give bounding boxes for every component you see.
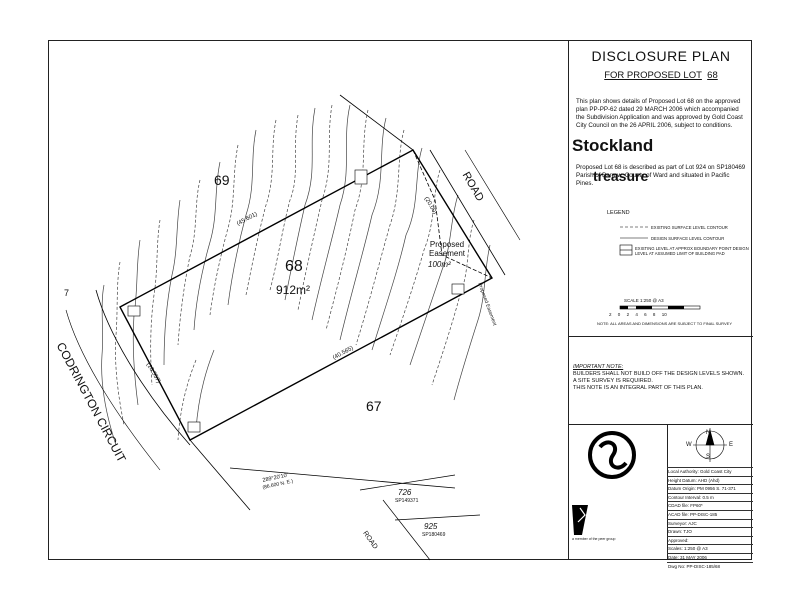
info-row: Drawn: TJO — [667, 527, 753, 536]
scale-tick: 4 — [635, 312, 638, 317]
info-row: Height Datum: AHD (Ahd) — [667, 475, 753, 485]
easement-area: 100m² — [428, 260, 451, 269]
subtitle-prefix: FOR PROPOSED LOT — [604, 70, 702, 81]
north-arrow-icon — [693, 428, 727, 462]
scale-ticks: 2 0 2 4 6 8 10 — [609, 312, 667, 317]
boundary-line — [382, 499, 431, 561]
scale-tick: 8 — [652, 312, 656, 317]
info-row: Local Authority: Gold Coast City — [667, 467, 753, 476]
scale-tick: 2 — [626, 312, 630, 317]
legend-item: DESIGN SURFACE LEVEL CONTOUR — [651, 236, 725, 241]
page-title: DISCLOSURE PLAN — [591, 48, 731, 64]
legend-symbols — [619, 226, 648, 256]
lot-67-label: 67 — [366, 398, 382, 414]
info-row: Datum Origin: PM 0956 S. 71-371 — [667, 484, 753, 493]
info-row: Surveyor: AJC — [667, 518, 753, 528]
divider — [667, 424, 668, 560]
scale-bar — [619, 305, 701, 310]
south-label: S — [706, 454, 711, 460]
lot-7-label: 7 — [64, 288, 70, 298]
street-edge-line — [65, 309, 161, 471]
road-edge-line — [464, 149, 521, 241]
treasure-brand: treasure — [593, 168, 649, 184]
info-row: ACAD file: PP-DISC-185 — [667, 509, 753, 519]
brand-tagline: a member of the peer group — [572, 537, 616, 541]
sp-925-label: SP180469 — [422, 532, 446, 538]
lot-description-paragraph: Proposed Lot 68 is described as part of … — [576, 164, 746, 187]
lot-925-label: 925 — [424, 522, 438, 531]
lot-68-area: 912m² — [276, 283, 311, 297]
scale-tick: 6 — [644, 312, 647, 317]
note-line: BUILDERS SHALL NOT BUILD OFF THE DESIGN … — [573, 371, 745, 377]
boundary-line — [394, 514, 481, 521]
info-row: Contour Interval: 0.5 m — [667, 492, 753, 502]
drawing-info-table: Local Authority: Gold Coast City Height … — [667, 467, 753, 570]
lot-69-label: 69 — [214, 172, 230, 188]
divider — [569, 336, 753, 337]
west-label: W — [686, 442, 692, 448]
info-row: Approved: — [667, 535, 753, 545]
scale-tick: 10 — [661, 312, 667, 317]
scale-caption: SCALE 1:250 @ A3 — [624, 298, 664, 303]
plan-sheet — [48, 40, 752, 560]
street-edge-line — [95, 289, 191, 446]
north-label: N — [706, 430, 711, 436]
info-row: Scales: 1:250 @ A3 — [667, 544, 753, 553]
title-block-panel: DISCLOSURE PLAN FOR PROPOSED LOT 68 This… — [568, 40, 753, 569]
note-line: THIS NOTE IS AN INTEGRAL PART OF THIS PL… — [573, 385, 703, 391]
scale-tick: 0 — [617, 312, 621, 317]
lot-68-label: 68 — [285, 258, 303, 275]
note-heading: IMPORTANT NOTE: — [573, 364, 624, 370]
easement-label: Proposed Easement — [428, 240, 466, 258]
easement-boundary — [412, 149, 493, 279]
important-notes: IMPORTANT NOTE: BUILDERS SHALL NOT BUILD… — [573, 364, 744, 392]
legend-item: EXISTING LEVEL AT APPROX BOUNDARY POINT … — [635, 246, 749, 256]
scale-tick: 2 — [609, 312, 612, 317]
info-row: CDAD file: FP60* — [667, 501, 753, 510]
stockland-logo-icon — [588, 431, 636, 479]
page-subtitle: FOR PROPOSED LOT 68 — [569, 70, 753, 81]
lot-726-label: 726 — [398, 488, 412, 497]
stockland-brand: Stockland — [572, 136, 654, 155]
treasure-logo-icon — [572, 505, 588, 535]
scale-note: NOTE: ALL AREAS AND DIMENSIONS ARE SUBJE… — [597, 321, 733, 326]
level-box — [354, 169, 368, 185]
level-box — [451, 283, 465, 295]
lot-divider-line — [339, 94, 414, 151]
legend-item: EXISTING SURFACE LEVEL CONTOUR — [651, 225, 728, 230]
divider — [569, 424, 753, 425]
sp-726-label: SP149371 — [395, 498, 419, 504]
level-box — [127, 305, 141, 317]
note-line: A SITE SURVEY IS REQUIRED. — [573, 378, 653, 384]
east-label: E — [729, 442, 734, 448]
subtitle-lot: 68 — [707, 70, 718, 81]
level-box — [187, 421, 201, 433]
boundary-line — [229, 467, 456, 489]
description-paragraph: This plan shows details of Proposed Lot … — [576, 98, 743, 129]
legend-heading: LEGEND — [607, 210, 630, 216]
info-row: Date: 31 MAY 2006 — [667, 552, 753, 562]
lot-divider-line — [189, 439, 251, 511]
contour-lines — [101, 104, 491, 446]
boundary-line — [359, 474, 456, 491]
road-edge-line — [429, 149, 506, 276]
info-row: Dwg No: PP-DISC-185/68 — [667, 561, 753, 571]
